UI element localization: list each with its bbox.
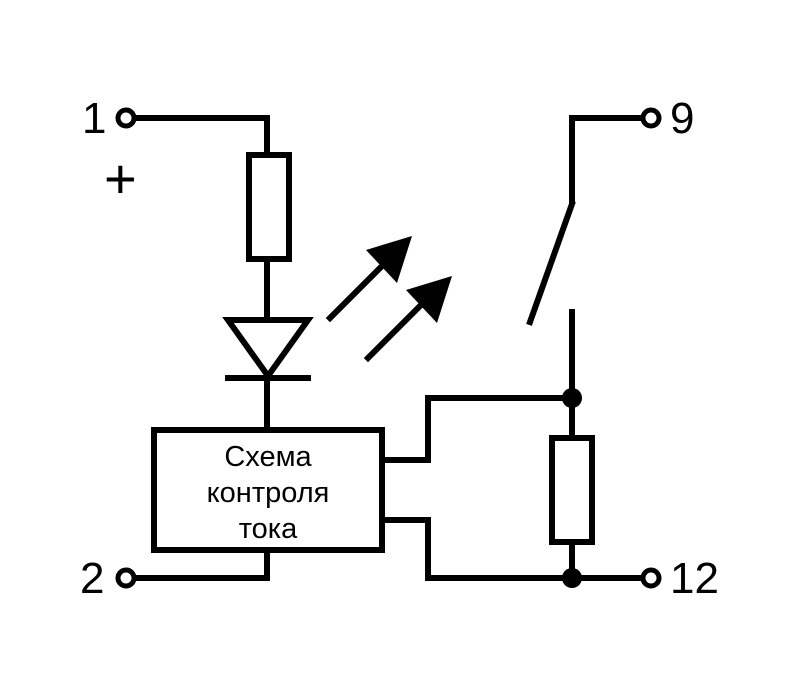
shunt-resistor xyxy=(549,435,595,545)
terminal-9-label: 9 xyxy=(670,94,694,143)
wire-block-lower-output xyxy=(379,517,575,581)
terminal-2-icon xyxy=(115,567,137,589)
input-resistor xyxy=(246,152,292,262)
wire-t1-to-resistor xyxy=(131,115,270,158)
light-arrows-icon xyxy=(325,236,452,363)
led-diode-icon xyxy=(222,317,314,382)
wire-block-to-t2 xyxy=(131,547,270,581)
wire-t9-to-switch xyxy=(569,115,646,203)
junction-dot-lower xyxy=(562,568,582,588)
terminal-1-icon xyxy=(115,107,137,129)
terminal-12-icon xyxy=(640,567,662,589)
terminal-1-label: 1 xyxy=(82,94,106,143)
terminal-9-icon xyxy=(640,107,662,129)
switch-blade-icon xyxy=(526,200,576,326)
block-label-line-1: Схема xyxy=(224,441,312,473)
polarity-plus-label: + xyxy=(104,147,137,210)
terminal-2-label: 2 xyxy=(80,554,104,603)
block-label-line-2: контроля xyxy=(207,477,330,509)
wire-block-upper-output xyxy=(379,395,575,463)
block-label-line-3: тока xyxy=(239,513,298,545)
junction-dot-upper xyxy=(562,388,582,408)
terminal-12-label: 12 xyxy=(670,554,719,603)
